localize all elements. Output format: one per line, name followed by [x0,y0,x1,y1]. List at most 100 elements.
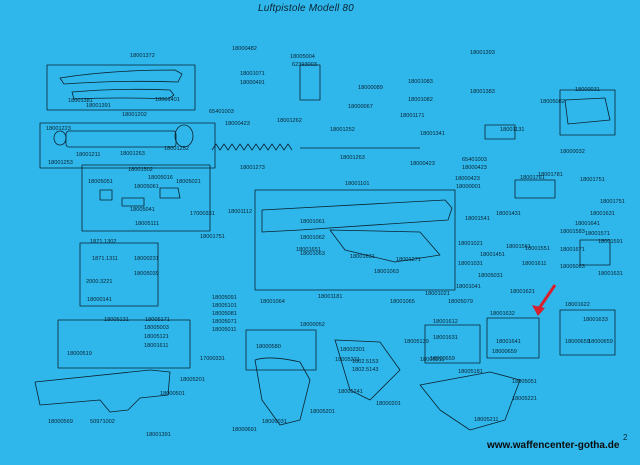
part-label: 18001372 [130,53,155,59]
part-label: 18001202 [122,112,147,118]
part-label: 18005211 [474,417,499,423]
part-label: 18001223 [46,126,71,132]
part-label: 18005091 [212,295,237,301]
part-label: 50971002 [90,419,115,425]
part-label: 18001761 [520,175,545,181]
trigger-housing [579,239,611,266]
group-box-sight-center [486,317,540,359]
part-label: 18001211 [76,152,101,158]
part-label: 18001393 [470,50,495,56]
group-box-grip-screws [245,329,317,371]
part-label: 18001651 [296,247,321,253]
part-label: 18001631 [350,254,375,260]
group-box-safety [79,242,159,307]
part-label: 18000659 [492,349,517,355]
part-label: 18005051 [88,179,113,185]
part-label: 18005081 [212,311,237,317]
part-label: 18000691 [232,427,257,433]
part-label: 18005121 [144,334,169,340]
part-label: 18001633 [583,317,608,323]
part-label: 1871.1302 [90,239,117,245]
part-label: 18005201 [180,377,205,383]
part-label: 18001781 [538,172,563,178]
part-label: 18005003 [144,325,169,331]
part-label: 18005101 [212,303,237,309]
part-label: 18005021 [176,179,201,185]
part-label: 18005111 [135,221,160,227]
part-label: 18001641 [496,339,521,345]
part-label: 1802.5143 [352,367,379,373]
part-label: 18001612 [433,319,458,325]
part-label: 18001391 [146,432,171,438]
part-label: 18001031 [458,261,483,267]
part-label: 18000031 [262,419,287,425]
part-label: 18005071 [212,319,237,325]
part-label: 18001021 [458,241,483,247]
part-label: 18000659 [565,339,590,345]
rail-part [59,69,183,85]
part-label: 2000.3221 [86,279,113,285]
part-label: 18005082 [540,99,565,105]
part-label: 18000501 [160,391,185,397]
part-label: 18001641 [575,221,600,227]
part-label: 18001751 [200,234,225,240]
part-label: 18001583 [560,229,585,235]
rail-part-lower [71,88,175,100]
part-label: 18001063 [374,269,399,275]
part-label: 18001262 [277,118,302,124]
cocking-lever [514,179,556,199]
part-label: 18005016 [148,175,173,181]
website-footer[interactable]: www.waffencenter-gotha.de [487,440,620,451]
diagram-title: Luftpistole Modell 80 [258,3,354,14]
cylinder-tube [65,130,177,148]
part-label: 18001071 [240,71,265,77]
part-label: 18000141 [87,297,112,303]
group-box-sight-left [424,324,481,364]
part-label: 18005221 [335,357,360,363]
part-label: 18000052 [300,322,325,328]
part-label: 1871.1311 [92,256,119,262]
part-label: 18005004 [290,54,315,60]
part-label: 18001611 [144,343,169,349]
main-spring [211,143,293,151]
part-label: 18001061 [300,219,325,225]
grip-left [254,357,311,426]
part-label: 18005171 [145,317,170,323]
part-label: 18001041 [456,284,481,290]
part-label: 18001591 [598,239,623,245]
group-box-trigger [81,164,211,232]
group-box-top-rail [46,64,196,111]
trigger-part-b [121,197,145,207]
part-label: 18005221 [512,396,537,402]
part-label: 18001502 [128,167,153,173]
part-label: 18000482 [232,46,257,52]
group-box-grip-parts [57,319,191,369]
part-label: 18000580 [256,344,281,350]
grip-center [334,339,401,401]
part-label: 18001383 [470,89,495,95]
part-label: 18001631 [433,335,458,341]
part-label: 18001064 [260,299,285,305]
part-label: 18001671 [560,247,585,253]
part-label: 62393003 [292,62,317,68]
part-label: 18000423 [225,121,250,127]
part-label: 18000031 [575,87,600,93]
cylinder-end-cap [174,124,194,148]
highlight-arrow [532,284,557,316]
part-label: 18001611 [522,261,547,267]
part-label: 18001082 [408,97,433,103]
part-label: 18000201 [376,401,401,407]
part-label: 18001541 [465,216,490,222]
part-label: 18001621 [510,289,535,295]
rear-sight-part [564,97,611,125]
part-label: 18000423 [455,176,480,182]
part-label: 18001751 [580,177,605,183]
cylinder-front-cap [53,130,67,146]
part-label: 18001101 [345,181,370,187]
part-label: 18001341 [420,131,445,137]
receiver-frame [261,199,453,233]
part-label: 18005051 [512,379,537,385]
part-label: 18001271 [396,257,421,263]
part-label: 18000519 [67,351,92,357]
